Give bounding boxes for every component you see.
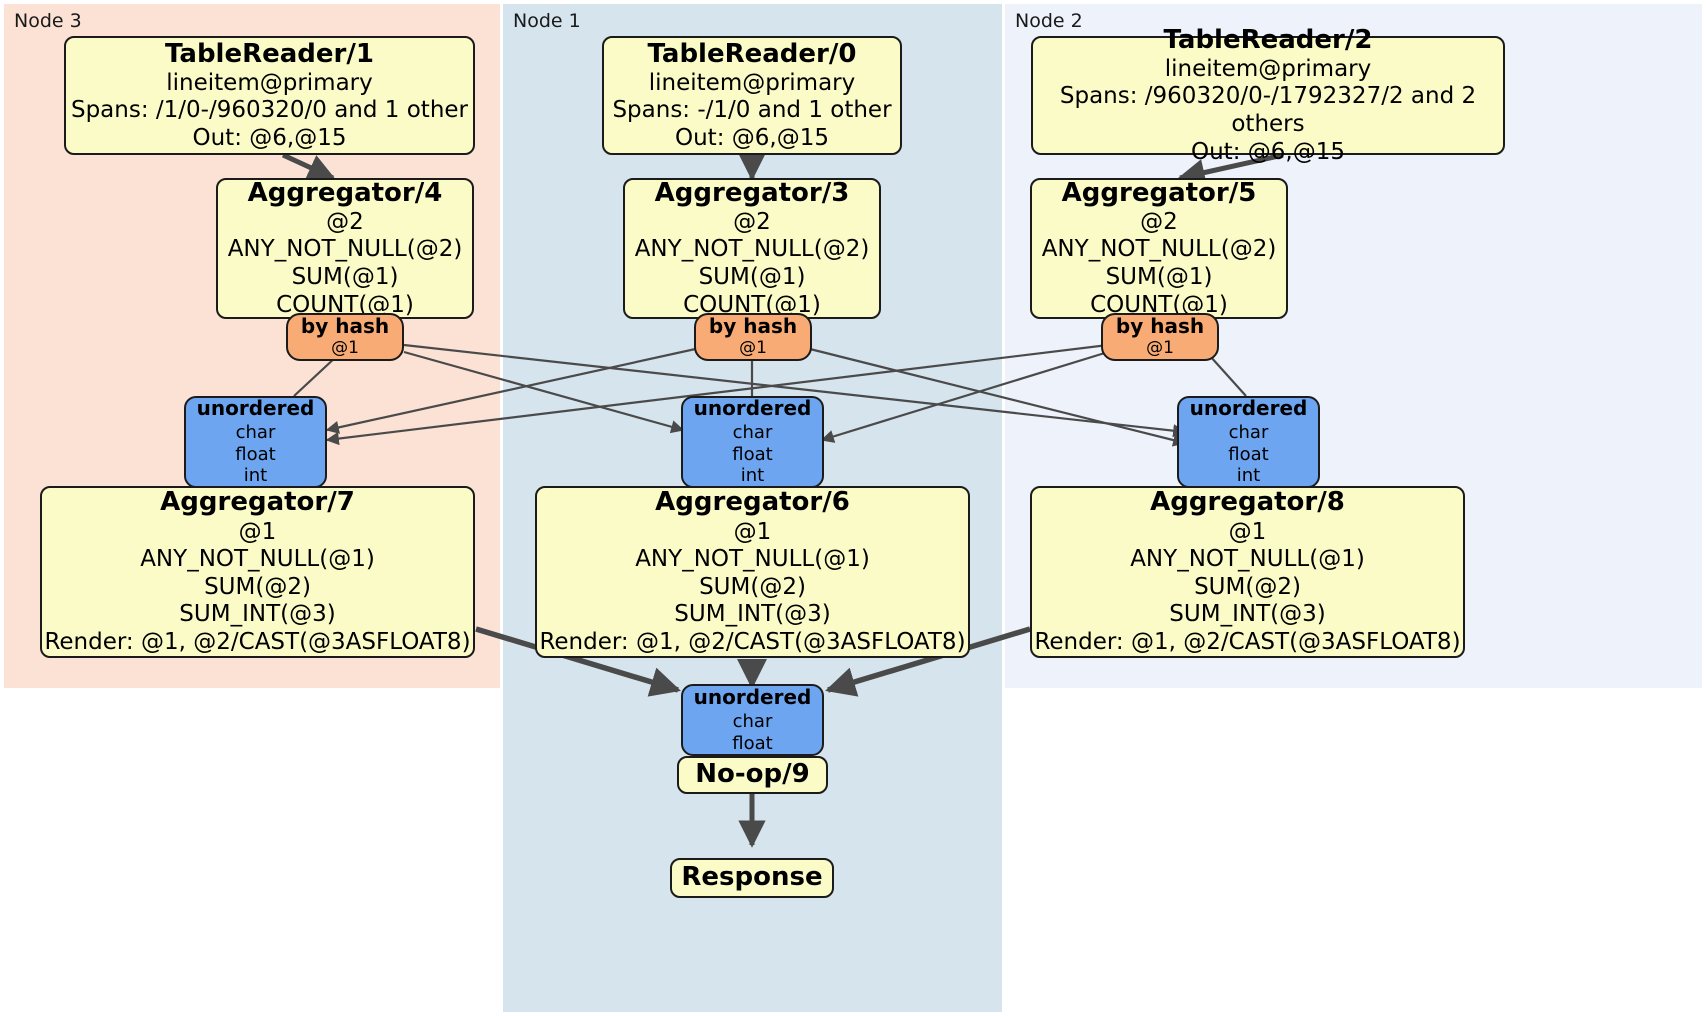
processor-aggregator5[interactable]: Aggregator/5 @2 ANY_NOT_NULL(@2) SUM(@1)… — [1030, 178, 1288, 319]
processor-aggregator7[interactable]: Aggregator/7 @1 ANY_NOT_NULL(@1) SUM(@2)… — [40, 486, 475, 658]
processor-aggregator4[interactable]: Aggregator/4 @2 ANY_NOT_NULL(@2) SUM(@1)… — [216, 178, 474, 319]
processor-line: SUM_INT(@3) — [1169, 601, 1326, 628]
synchronizer-line: float — [1228, 443, 1269, 465]
processor-line: @1 — [1228, 518, 1267, 545]
processor-line: Out: @6,@15 — [675, 124, 829, 151]
processor-title: TableReader/1 — [165, 38, 374, 69]
processor-line: SUM(@1) — [698, 264, 806, 291]
processor-line: ANY_NOT_NULL(@2) — [227, 236, 463, 263]
router-title: by hash — [708, 314, 798, 339]
processor-tablereader1[interactable]: TableReader/1 lineitem@primary Spans: /1… — [64, 36, 475, 155]
processor-line: ANY_NOT_NULL(@2) — [1041, 236, 1277, 263]
processor-line: SUM(@2) — [1194, 573, 1301, 600]
processor-aggregator3[interactable]: Aggregator/3 @2 ANY_NOT_NULL(@2) SUM(@1)… — [623, 178, 881, 319]
processor-title: TableReader/2 — [1163, 24, 1373, 55]
processor-line: SUM(@2) — [699, 573, 806, 600]
processor-line: Out: @6,@15 — [1191, 138, 1345, 165]
processor-tablereader0[interactable]: TableReader/0 lineitem@primary Spans: -/… — [602, 36, 902, 155]
synchronizer-line: float — [732, 443, 773, 465]
processor-line: Out: @6,@15 — [192, 124, 347, 151]
processor-line: SUM(@1) — [291, 264, 399, 291]
processor-aggregator8[interactable]: Aggregator/8 @1 ANY_NOT_NULL(@1) SUM(@2)… — [1030, 486, 1465, 658]
synchronizer-title: unordered — [1189, 396, 1308, 421]
synchronizer-title: unordered — [693, 684, 812, 709]
router-by-hash-left[interactable]: by hash @1 — [286, 313, 404, 361]
router-line: @1 — [1146, 338, 1174, 359]
router-by-hash-right[interactable]: by hash @1 — [1101, 313, 1219, 361]
processor-line: @2 — [1140, 208, 1178, 235]
synchronizer-line: float — [235, 443, 276, 465]
processor-line: lineitem@primary — [1164, 55, 1372, 82]
processor-title: Aggregator/4 — [247, 177, 443, 208]
processor-title: Response — [681, 862, 823, 893]
synchronizer-line: char — [732, 711, 773, 732]
processor-line: @1 — [238, 518, 277, 545]
processor-noop9[interactable]: No-op/9 — [677, 756, 828, 794]
node-panel-label-node2: Node 2 — [1015, 10, 1083, 32]
processor-line: Spans: /960320/0-/1792327/2 and 2 others — [1059, 83, 1477, 138]
router-title: by hash — [300, 314, 390, 339]
processor-title: Aggregator/7 — [160, 487, 355, 518]
processor-title: TableReader/0 — [647, 38, 857, 69]
synchronizer-unordered-final[interactable]: unordered char float — [681, 684, 824, 756]
router-line: @1 — [331, 338, 359, 359]
router-line: @1 — [739, 338, 767, 359]
synchronizer-line: int — [1236, 465, 1261, 487]
processor-render-line: Render: @1, @2/CAST(@3ASFLOAT8) — [539, 628, 966, 655]
processor-render-line: Render: @1, @2/CAST(@3ASFLOAT8) — [1034, 628, 1461, 655]
processor-title: Aggregator/8 — [1150, 487, 1345, 518]
synchronizer-line: float — [732, 732, 773, 754]
router-title: by hash — [1115, 314, 1205, 339]
processor-line: lineitem@primary — [648, 69, 856, 96]
processor-line: Spans: -/1/0 and 1 other — [612, 97, 892, 124]
synchronizer-title: unordered — [196, 396, 315, 421]
processor-render-line: Render: @1, @2/CAST(@3ASFLOAT8) — [44, 628, 471, 655]
synchronizer-line: char — [1228, 422, 1269, 444]
processor-line: SUM(@1) — [1105, 264, 1213, 291]
synchronizer-unordered-right[interactable]: unordered char float int — [1177, 396, 1320, 488]
router-by-hash-middle[interactable]: by hash @1 — [694, 313, 812, 361]
processor-line: SUM(@2) — [204, 573, 311, 600]
synchronizer-line: int — [740, 465, 765, 487]
processor-line: ANY_NOT_NULL(@1) — [140, 546, 375, 573]
processor-line: @2 — [326, 208, 364, 235]
processor-tablereader2[interactable]: TableReader/2 lineitem@primary Spans: /9… — [1031, 25, 1505, 165]
processor-title: Aggregator/5 — [1061, 177, 1257, 208]
processor-response[interactable]: Response — [670, 858, 834, 898]
processor-title: Aggregator/3 — [654, 177, 850, 208]
synchronizer-title: unordered — [693, 396, 812, 421]
synchronizer-unordered-middle[interactable]: unordered char float int — [681, 396, 824, 488]
synchronizer-line: char — [732, 422, 773, 444]
node-panel-label-node1: Node 1 — [513, 10, 581, 32]
processor-line: @2 — [733, 208, 771, 235]
synchronizer-unordered-left[interactable]: unordered char float int — [184, 396, 327, 488]
processor-aggregator6[interactable]: Aggregator/6 @1 ANY_NOT_NULL(@1) SUM(@2)… — [535, 486, 970, 658]
synchronizer-line: char — [235, 422, 276, 444]
processor-line: Spans: /1/0-/960320/0 and 1 other — [70, 97, 469, 124]
synchronizer-line: int — [243, 465, 268, 487]
processor-line: SUM_INT(@3) — [674, 601, 831, 628]
processor-line: ANY_NOT_NULL(@1) — [635, 546, 870, 573]
processor-title: Aggregator/6 — [655, 487, 850, 518]
processor-line: ANY_NOT_NULL(@2) — [634, 236, 870, 263]
processor-title: No-op/9 — [695, 759, 810, 790]
processor-line: ANY_NOT_NULL(@1) — [1130, 546, 1365, 573]
processor-line: lineitem@primary — [166, 69, 373, 96]
processor-line: @1 — [733, 518, 772, 545]
node-panel-label-node3: Node 3 — [14, 10, 82, 32]
processor-line: SUM_INT(@3) — [179, 601, 336, 628]
